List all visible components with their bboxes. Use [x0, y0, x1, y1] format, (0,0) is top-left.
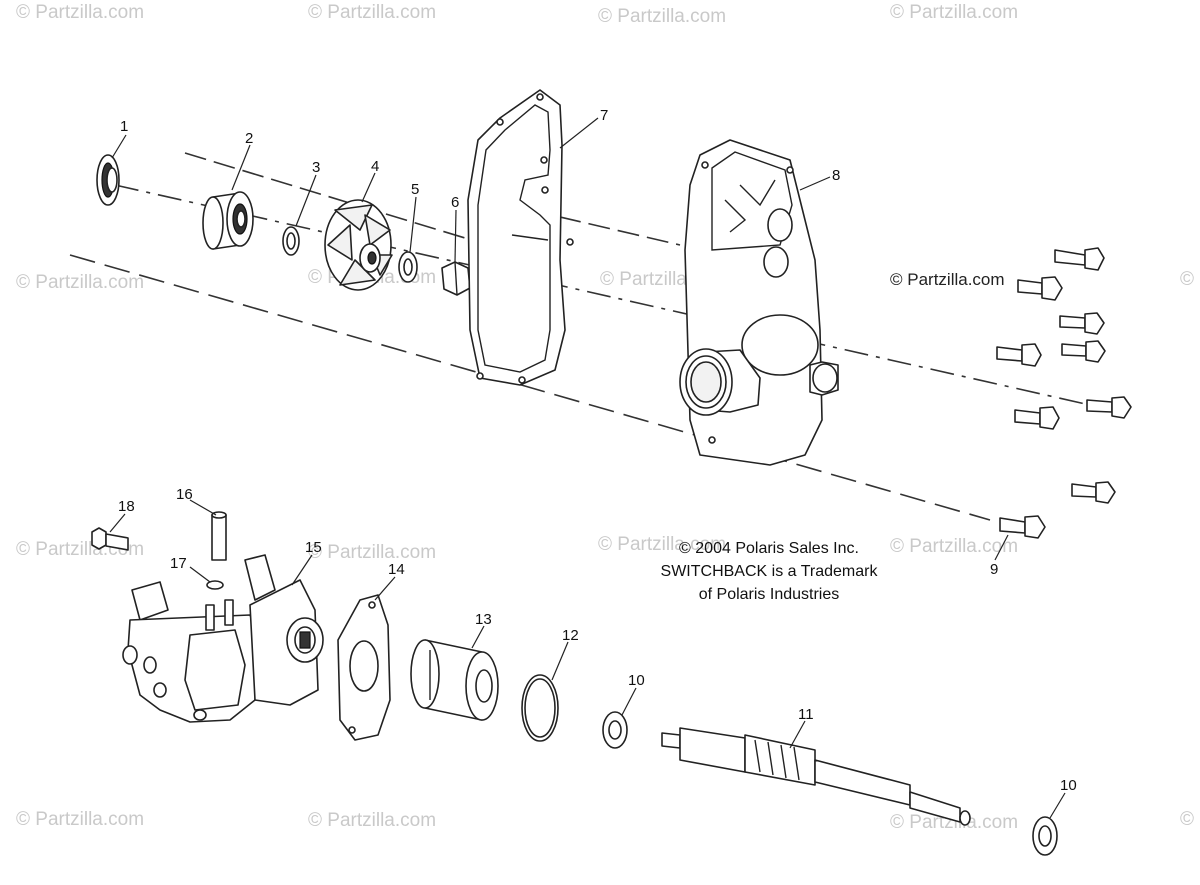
oil-pump-part-15 [122, 554, 324, 723]
watermark: © Partzilla.com [308, 2, 436, 23]
callout-9: 9 [990, 561, 998, 578]
callout-4: 4 [371, 158, 379, 175]
callout-12: 12 [562, 627, 579, 644]
watermark: © Partzilla.com [890, 2, 1018, 23]
axis-line [529, 209, 681, 246]
callout-14: 14 [388, 561, 405, 578]
bolt [1017, 276, 1063, 301]
watermark: © Partzilla.com [890, 812, 1018, 833]
watermark: © Partzilla.com [16, 272, 144, 293]
callout-11: 11 [798, 706, 814, 723]
gasket-part-14 [337, 594, 391, 741]
bolt [1086, 396, 1132, 419]
bearing-part-2 [202, 191, 254, 250]
watermark: © Partzilla.com [598, 6, 726, 27]
bolt [1054, 247, 1105, 271]
bolt-part-18 [91, 527, 129, 551]
callout-17: 17 [170, 555, 187, 572]
callout-18: 18 [118, 498, 135, 515]
callout-labels: 1 2 3 4 5 6 7 8 9 10 10 11 12 13 14 15 1… [118, 107, 1077, 794]
watermark: © Partzilla.com [598, 534, 726, 555]
callout-13: 13 [475, 611, 492, 628]
partzilla-brand-mark: © Partzilla.com [890, 270, 1005, 289]
callout-3: 3 [312, 159, 320, 176]
bushing-part-13 [410, 639, 499, 721]
bolt-set-part-9 [996, 247, 1132, 539]
watermark: © Partzilla.com [308, 810, 436, 831]
watermark: © Partzilla.com [890, 536, 1018, 557]
watermark: © Partzilla.com [1180, 269, 1200, 290]
axis-line [69, 254, 991, 521]
watermark: © Partzilla.com [308, 542, 436, 563]
callout-10: 10 [1060, 777, 1077, 794]
copyright-line: © 2004 Polaris Sales Inc. [679, 540, 859, 557]
cover-housing-part-8 [679, 139, 839, 466]
bolt [996, 343, 1042, 367]
callout-15: 15 [305, 539, 322, 556]
assembly-axes [69, 152, 1091, 521]
bolt [1059, 312, 1105, 335]
bolt [999, 515, 1046, 539]
bolt [1061, 340, 1106, 363]
gasket-part-7 [467, 89, 574, 386]
callout-7: 7 [600, 107, 608, 124]
watermark: © Partzilla.com [16, 809, 144, 830]
bolt [1071, 481, 1116, 504]
leader-lines [109, 117, 1066, 819]
washer-part-5 [398, 251, 418, 283]
trademark-owner-line: of Polaris Industries [699, 586, 840, 603]
trademark-line: SWITCHBACK is a Trademark [661, 563, 879, 580]
callout-2: 2 [245, 130, 253, 147]
seal-part-1 [96, 154, 120, 206]
axis-line [114, 184, 1091, 406]
callout-8: 8 [832, 167, 840, 184]
pin-part-16 [211, 511, 227, 561]
impeller-part-4 [324, 199, 393, 291]
callout-5: 5 [411, 181, 419, 198]
o-ring-part-12 [521, 674, 559, 742]
washer-part-10 [602, 711, 628, 749]
watermark-layer: © Partzilla.com © Partzilla.com © Partzi… [16, 2, 1200, 833]
washer-part-3 [282, 226, 300, 256]
callout-1: 1 [120, 118, 128, 135]
axis-line [184, 152, 466, 239]
watermark: © Partzilla.com [1180, 809, 1200, 830]
bolt [1014, 406, 1060, 430]
watermark: © Partzilla.com [16, 2, 144, 23]
shaft-part-11 [661, 727, 971, 826]
callout-6: 6 [451, 194, 459, 211]
copyright-note: © 2004 Polaris Sales Inc. SWITCHBACK is … [661, 540, 879, 603]
nut-part-6 [441, 261, 471, 296]
callout-10: 10 [628, 672, 645, 689]
o-ring-part-17 [206, 580, 224, 590]
washer-part-10 [1032, 816, 1058, 856]
callout-16: 16 [176, 486, 193, 503]
